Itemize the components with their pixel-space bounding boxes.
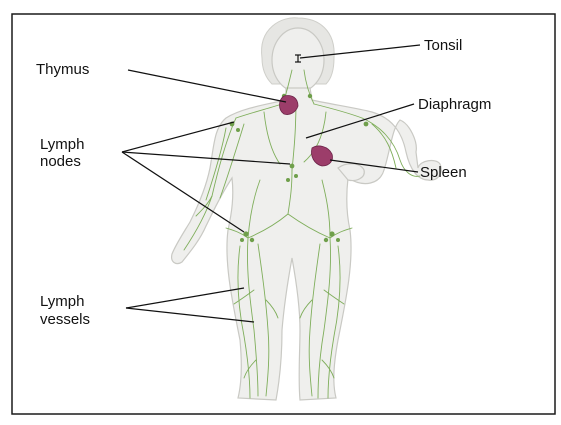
label-tonsil: Tonsil	[424, 37, 462, 54]
lymph-node	[329, 231, 334, 236]
lymph-node	[294, 174, 298, 178]
lymph-node	[240, 238, 244, 242]
lymph-node	[336, 238, 340, 242]
lymph-node	[243, 231, 248, 236]
lymph-node	[250, 238, 254, 242]
lymph-node	[308, 94, 312, 98]
label-lymph-vessels-line2: vessels	[40, 311, 90, 328]
label-lymph-nodes-line1: Lymph	[40, 136, 84, 153]
lymph-node	[364, 122, 369, 127]
lymph-node	[236, 128, 240, 132]
lymph-node	[290, 164, 295, 169]
label-diaphragm: Diaphragm	[418, 96, 491, 113]
label-spleen: Spleen	[420, 164, 467, 181]
label-thymus: Thymus	[36, 61, 89, 78]
lymph-node	[286, 178, 290, 182]
label-lymph-nodes-line2: nodes	[40, 153, 81, 170]
label-lymph-vessels-line1: Lymph	[40, 293, 84, 310]
lymph-node	[324, 238, 328, 242]
